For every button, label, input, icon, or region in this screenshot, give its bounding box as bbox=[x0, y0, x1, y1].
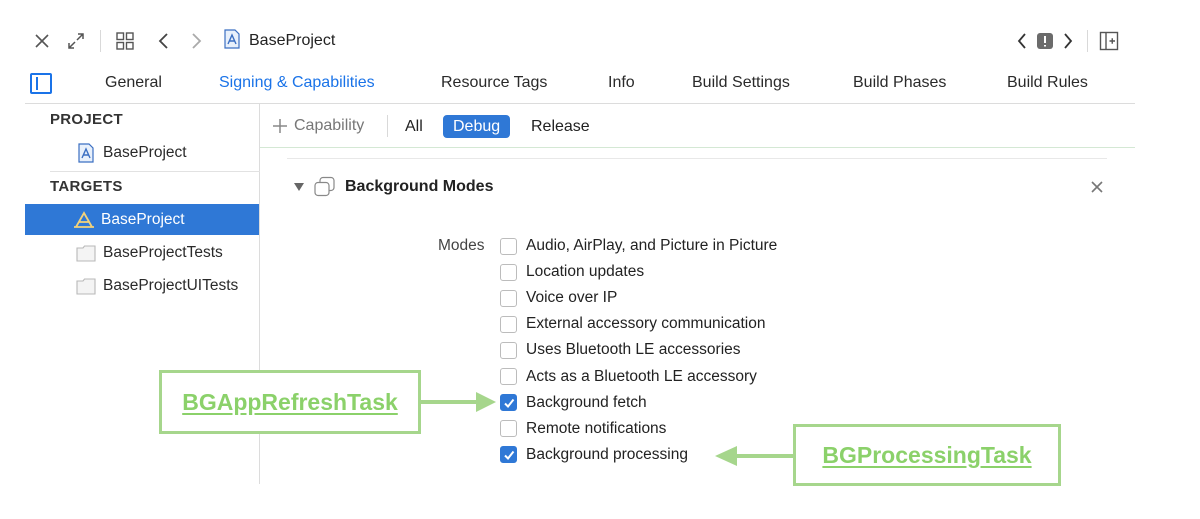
tab-general[interactable]: General bbox=[105, 74, 162, 91]
sidebar-item-label: BaseProjectTests bbox=[103, 243, 223, 261]
mode-label: Uses Bluetooth LE accessories bbox=[526, 341, 741, 359]
grid-icon[interactable] bbox=[113, 20, 137, 62]
chevron-right-icon[interactable] bbox=[185, 20, 207, 62]
sidebar-item-target-tests[interactable]: BaseProjectTests bbox=[25, 237, 259, 268]
background-modes-icon bbox=[313, 176, 337, 198]
mode-label: External accessory communication bbox=[526, 315, 766, 333]
annotation-bgapprefreshtask: BGAppRefreshTask bbox=[159, 370, 421, 434]
modes-label: Modes bbox=[438, 237, 485, 254]
test-bundle-icon bbox=[75, 243, 97, 263]
editor-tab-bar: General Signing & Capabilities Resource … bbox=[25, 62, 1135, 104]
checkmark-icon bbox=[503, 398, 514, 408]
section-title: Background Modes bbox=[345, 178, 494, 195]
annotation-label: BGProcessingTask bbox=[822, 441, 1032, 468]
xcode-project-file-icon bbox=[77, 142, 95, 163]
issue-prev-chevron-left-icon[interactable] bbox=[1013, 20, 1031, 62]
sidebar-item-label: BaseProject bbox=[101, 210, 185, 228]
checkbox-checked[interactable] bbox=[500, 394, 517, 412]
mode-label: Remote notifications bbox=[526, 419, 667, 437]
filter-debug[interactable]: Debug bbox=[443, 115, 511, 138]
tab-build-phases[interactable]: Build Phases bbox=[853, 74, 947, 91]
filter-release[interactable]: Release bbox=[531, 118, 590, 135]
tab-build-settings[interactable]: Build Settings bbox=[692, 74, 790, 91]
mode-label: Background fetch bbox=[526, 393, 647, 411]
mode-row[interactable]: Audio, AirPlay, and Picture in Picture bbox=[500, 233, 777, 259]
checkbox-unchecked[interactable] bbox=[500, 341, 517, 359]
checkbox-unchecked[interactable] bbox=[500, 237, 517, 255]
capability-filter-bar: Capability All Debug Release bbox=[260, 104, 1135, 148]
disclosure-triangle-icon[interactable] bbox=[293, 181, 305, 193]
mode-row[interactable]: External accessory communication bbox=[500, 311, 766, 337]
close-icon[interactable] bbox=[31, 20, 53, 62]
sidebar-divider bbox=[50, 171, 260, 172]
project-targets-sidebar: PROJECT BaseProject TARGETS BaseProject … bbox=[25, 104, 260, 484]
add-editor-icon[interactable] bbox=[1097, 20, 1121, 62]
add-capability-button[interactable]: Capability bbox=[272, 104, 364, 148]
checkbox-unchecked[interactable] bbox=[500, 263, 517, 281]
add-capability-label: Capability bbox=[294, 117, 365, 134]
tab-resource-tags[interactable]: Resource Tags bbox=[441, 74, 548, 91]
mode-label: Location updates bbox=[526, 263, 645, 281]
issue-next-chevron-right-icon[interactable] bbox=[1059, 20, 1077, 62]
toolbar: BaseProject bbox=[25, 20, 1135, 62]
checkbox-checked[interactable] bbox=[500, 446, 517, 464]
section-divider bbox=[287, 158, 1107, 159]
checkbox-unchecked[interactable] bbox=[500, 315, 517, 333]
mode-row[interactable]: Voice over IP bbox=[500, 285, 617, 311]
mode-row[interactable]: Acts as a Bluetooth LE accessory bbox=[500, 364, 757, 390]
sidebar-item-label: BaseProject bbox=[103, 143, 187, 161]
annotation-arrow-right bbox=[420, 392, 496, 412]
project-section-header: PROJECT bbox=[50, 111, 123, 128]
sidebar-toggle-icon[interactable] bbox=[30, 73, 52, 94]
mode-row[interactable]: Background fetch bbox=[500, 390, 647, 416]
annotation-label: BGAppRefreshTask bbox=[182, 388, 398, 415]
mode-row[interactable]: Location updates bbox=[500, 259, 644, 285]
chevron-left-icon[interactable] bbox=[153, 20, 175, 62]
filter-divider bbox=[387, 115, 388, 137]
mode-row[interactable]: Uses Bluetooth LE accessories bbox=[500, 337, 741, 363]
tab-info[interactable]: Info bbox=[608, 74, 635, 91]
test-bundle-icon bbox=[75, 276, 97, 296]
app-target-icon bbox=[73, 210, 95, 230]
mode-label: Background processing bbox=[526, 445, 688, 463]
background-modes-header[interactable]: Background Modes bbox=[293, 170, 493, 204]
checkbox-unchecked[interactable] bbox=[500, 368, 517, 385]
sidebar-item-target-baseproject[interactable]: BaseProject bbox=[25, 204, 259, 235]
plus-icon bbox=[272, 118, 288, 134]
checkbox-unchecked[interactable] bbox=[500, 420, 517, 438]
mode-label: Acts as a Bluetooth LE accessory bbox=[526, 367, 757, 385]
issue-navigator-icon[interactable] bbox=[1035, 20, 1055, 62]
annotation-bgprocessingtask: BGProcessingTask bbox=[793, 424, 1061, 486]
sidebar-item-target-uitests[interactable]: BaseProjectUITests bbox=[25, 270, 259, 301]
annotation-arrow-left bbox=[715, 446, 795, 466]
mode-row[interactable]: Remote notifications bbox=[500, 416, 666, 442]
toolbar-divider bbox=[1087, 30, 1088, 52]
mode-label: Audio, AirPlay, and Picture in Picture bbox=[526, 237, 778, 254]
project-title: BaseProject bbox=[249, 32, 336, 49]
xcode-project-file-icon bbox=[223, 28, 241, 54]
project-breadcrumb[interactable]: BaseProject bbox=[223, 20, 335, 62]
toolbar-divider bbox=[100, 30, 101, 52]
checkmark-icon bbox=[503, 450, 514, 460]
remove-capability-close-icon[interactable] bbox=[1086, 176, 1108, 198]
tab-build-rules[interactable]: Build Rules bbox=[1007, 74, 1088, 91]
filter-all[interactable]: All bbox=[405, 118, 423, 135]
mode-row[interactable]: Background processing bbox=[500, 442, 688, 468]
mode-label: Voice over IP bbox=[526, 289, 618, 307]
sidebar-item-project[interactable]: BaseProject bbox=[25, 137, 259, 168]
sidebar-item-label: BaseProjectUITests bbox=[103, 276, 239, 294]
expand-icon[interactable] bbox=[65, 20, 87, 62]
checkbox-unchecked[interactable] bbox=[500, 289, 517, 307]
tab-signing-capabilities[interactable]: Signing & Capabilities bbox=[219, 74, 375, 91]
targets-section-header: TARGETS bbox=[50, 178, 123, 195]
